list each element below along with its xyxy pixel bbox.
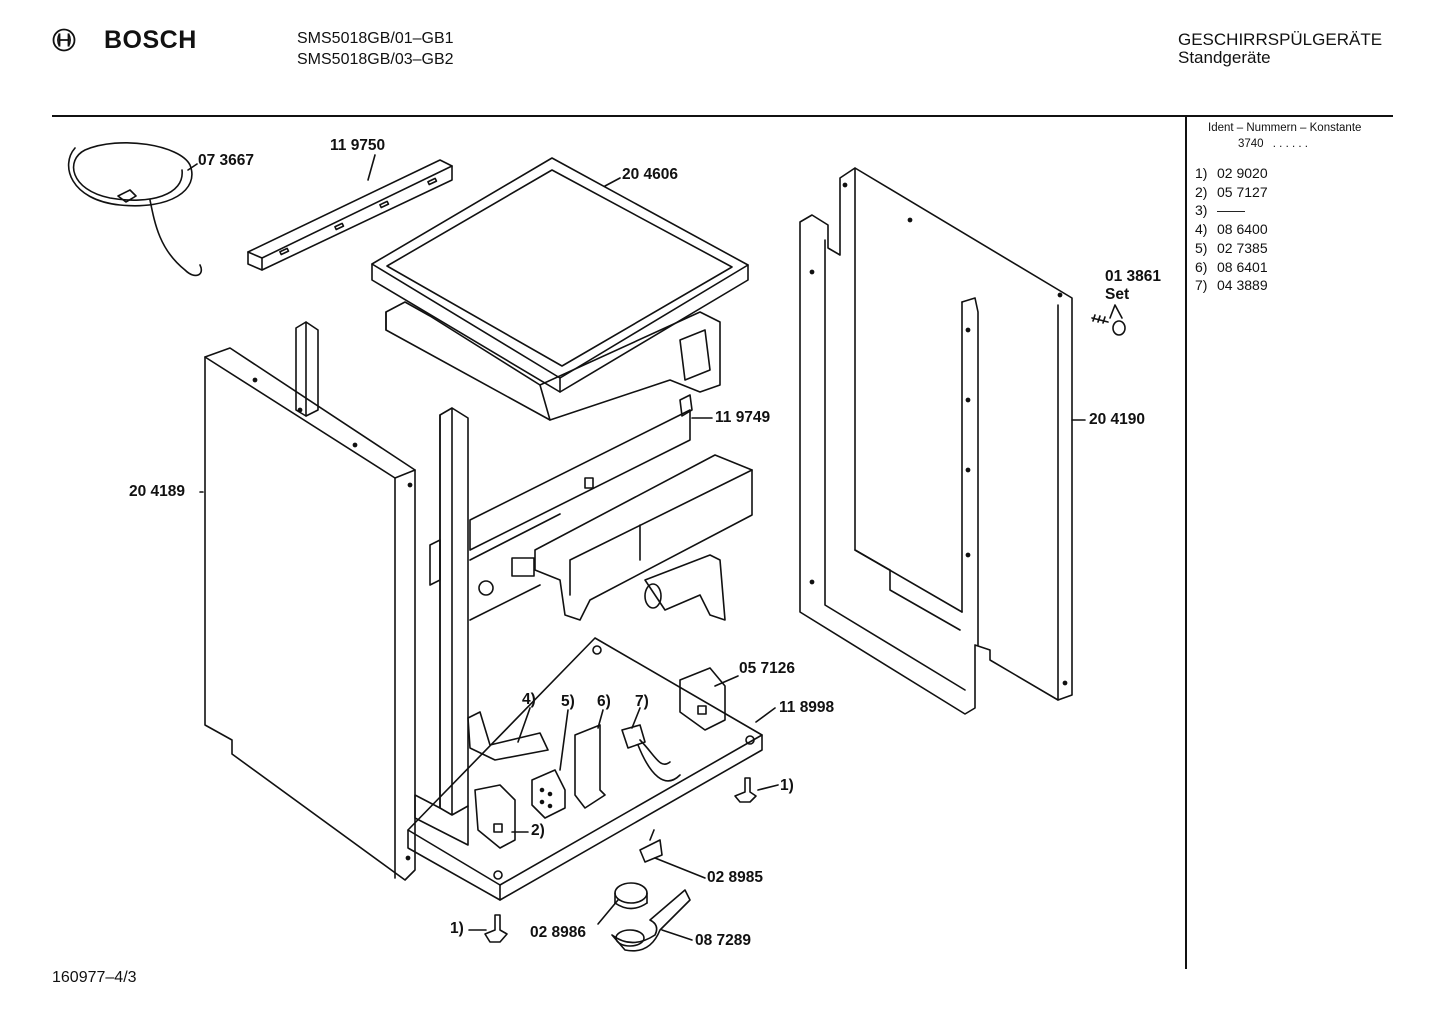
- part-label-013861: 01 3861: [1105, 268, 1162, 285]
- brand-name: BOSCH: [104, 26, 197, 54]
- callout-7: 7): [635, 693, 649, 710]
- leader-057126: [715, 676, 738, 686]
- category-subtitle: Standgeräte: [1178, 48, 1271, 67]
- leader-073667: [188, 164, 197, 170]
- list-item: 4)08 6400: [1195, 221, 1268, 238]
- part-label-204190: 20 4190: [1089, 411, 1146, 428]
- right-side-panel-drawing: [800, 168, 1072, 714]
- part-label-028985: 02 8985: [707, 869, 764, 886]
- leader-c7: [632, 708, 640, 728]
- category-title: GESCHIRRSPÜLGERÄTE: [1178, 30, 1383, 49]
- part-028985-drawing: [640, 830, 662, 862]
- part-7-drawing: [622, 725, 680, 781]
- part-5-drawing: [532, 770, 565, 818]
- part-label-028986: 02 8986: [530, 924, 587, 941]
- front-frame-strip-drawing: [415, 408, 468, 845]
- list-item: 6)08 6401: [1195, 258, 1268, 275]
- part-label-013861-set: Set: [1105, 286, 1130, 303]
- part-087289-drawing: [612, 890, 690, 951]
- ident-number-list: 1)02 9020 2)05 7127 3)—— 4)08 6400 5)02 …: [1195, 164, 1268, 295]
- list-item: 1)02 9020: [1195, 165, 1268, 181]
- foam-block-drawing: [535, 455, 752, 620]
- sidebar-constant-dots: . . . . . .: [1272, 138, 1308, 150]
- sidebar-constant: 3740 . . . . . .: [1238, 138, 1308, 150]
- rear-frame-strip-drawing: [296, 322, 318, 416]
- callout-1-left: 1): [450, 920, 464, 937]
- part-label-073667: 07 3667: [198, 152, 255, 169]
- insulation-mat-drawing: [386, 302, 720, 420]
- screw-set-drawing: [1092, 315, 1125, 335]
- leader-c1a: [758, 785, 778, 790]
- callout-4: 4): [522, 691, 536, 708]
- inlet-connector-drawing: [645, 555, 725, 620]
- bracket-057126-drawing: [680, 668, 725, 730]
- callout-5: 5): [561, 693, 575, 710]
- foot-left-drawing: [485, 915, 507, 942]
- base-tray-drawing: [408, 638, 762, 900]
- leader-013861: [1110, 305, 1122, 318]
- leader-028986: [598, 900, 618, 924]
- drawing-id: 160977–4/3: [52, 969, 137, 986]
- leader-028985: [655, 858, 705, 878]
- bosch-logo: [52, 28, 76, 52]
- callout-1-right: 1): [780, 777, 794, 794]
- part-label-119749: 11 9749: [715, 409, 771, 426]
- leader-119750: [368, 155, 375, 180]
- part-2-drawing: [475, 785, 515, 848]
- list-item: 7)04 3889: [1195, 277, 1268, 294]
- sidebar-title: Ident – Nummern – Konstante: [1208, 122, 1362, 134]
- leader-118998: [756, 708, 775, 722]
- top-rail-drawing: [248, 160, 452, 270]
- bosch-armature-icon: [52, 28, 76, 52]
- leader-087289: [662, 930, 692, 940]
- leader-c6: [598, 710, 603, 728]
- part-028986-drawing: [615, 883, 647, 909]
- list-item: 3)——: [1195, 202, 1245, 219]
- leader-c4: [518, 708, 530, 742]
- list-item: 2)05 7127: [1195, 183, 1268, 200]
- part-label-204606: 20 4606: [622, 166, 679, 183]
- model-number-2: SMS5018GB/03–GB2: [297, 51, 454, 68]
- part-4-drawing: [468, 712, 548, 760]
- fascia-panel-drawing: [470, 395, 692, 620]
- part-label-118998: 11 8998: [779, 699, 835, 716]
- list-item: 5)02 7385: [1195, 239, 1268, 256]
- leader-c5: [560, 710, 568, 770]
- left-side-panel-drawing: [205, 348, 415, 880]
- header-rule: [52, 115, 1393, 117]
- worktop-drawing: [372, 158, 748, 392]
- part-label-204189: 20 4189: [129, 483, 186, 500]
- leader-204606: [605, 178, 620, 186]
- sidebar-divider: [1185, 117, 1187, 969]
- part-6-drawing: [575, 725, 605, 808]
- model-number-1: SMS5018GB/01–GB1: [297, 30, 454, 47]
- power-cord-drawing: [69, 143, 202, 276]
- sidebar-constant-value: 3740: [1238, 138, 1264, 150]
- foot-right-drawing: [735, 778, 756, 802]
- part-label-057126: 05 7126: [739, 660, 796, 677]
- part-label-087289: 08 7289: [695, 932, 752, 949]
- callout-6: 6): [597, 693, 611, 710]
- part-label-119750: 11 9750: [330, 137, 386, 154]
- callout-2: 2): [531, 822, 545, 839]
